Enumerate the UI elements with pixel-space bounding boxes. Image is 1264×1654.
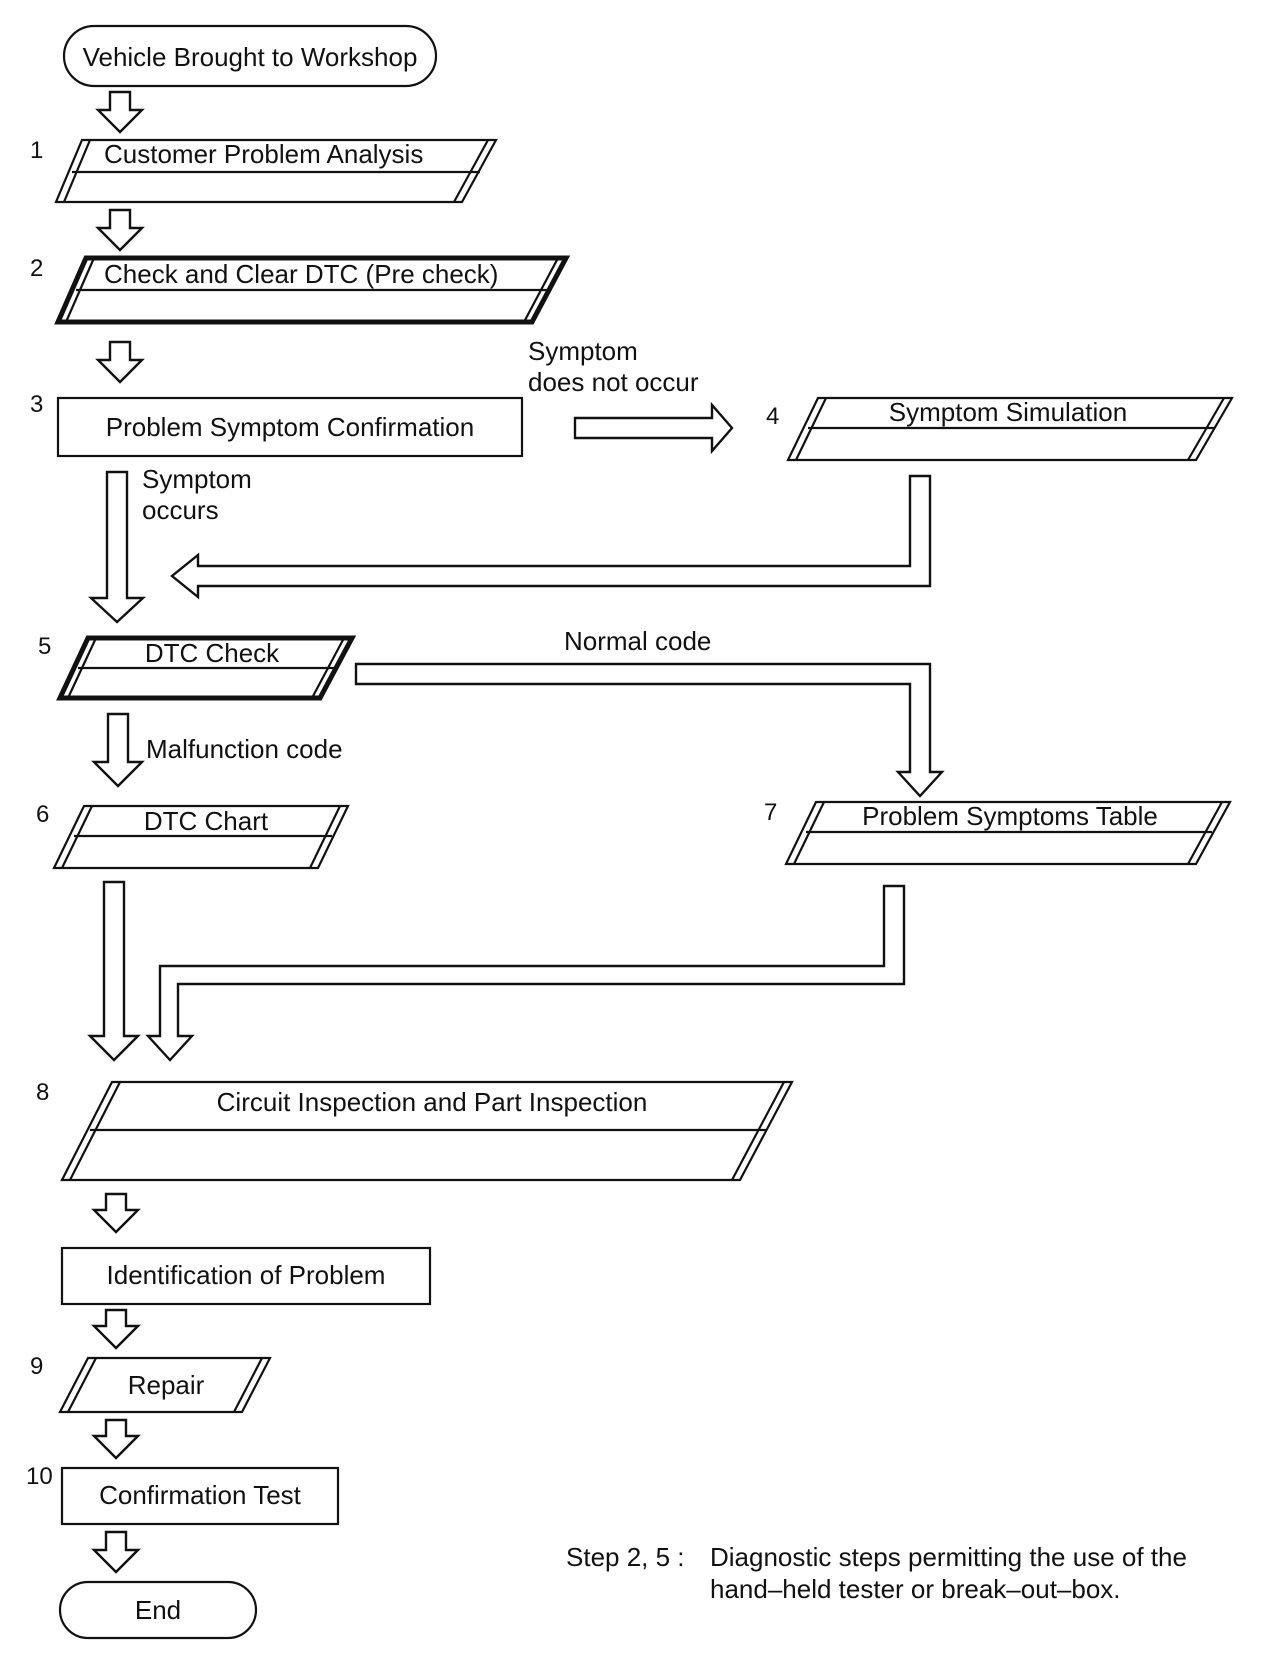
step-3-label: Problem Symptom Confirmation [106, 412, 474, 442]
step-4-number: 4 [766, 403, 779, 430]
step-5: 5 DTC Check [38, 633, 357, 701]
identification-label: Identification of Problem [107, 1260, 386, 1290]
end-label: End [135, 1595, 181, 1625]
down-arrow [95, 340, 145, 384]
footnote-prefix: Step 2, 5 : [566, 1542, 685, 1572]
step-7-label: Problem Symptoms Table [862, 801, 1158, 831]
edge-label-occurs: occurs [142, 495, 219, 525]
down-arrow [95, 208, 145, 252]
edge-label-does-not-occur: does not occur [528, 367, 699, 397]
step-7-number: 7 [764, 799, 777, 826]
down-arrow [91, 1418, 141, 1460]
footnote-line-1: Diagnostic steps permitting the use of t… [710, 1542, 1187, 1572]
step-1: 1 Customer Problem Analysis [30, 137, 498, 204]
step-6-label: DTC Chart [144, 806, 269, 836]
step-2-number: 2 [30, 255, 43, 282]
step-3: 3 Problem Symptom Confirmation [30, 391, 524, 458]
down-arrow [87, 880, 141, 1062]
down-arrow [91, 1530, 141, 1574]
down-arrow [95, 90, 145, 134]
step-8: 8 Circuit Inspection and Part Inspection [36, 1079, 794, 1182]
step-2: 2 Check and Clear DTC (Pre check) [30, 255, 571, 325]
start-label: Vehicle Brought to Workshop [83, 42, 418, 72]
end-node: End [58, 1580, 258, 1640]
step-4-label: Symptom Simulation [889, 397, 1127, 427]
step-6: 6 DTC Chart [36, 801, 350, 870]
step-6-number: 6 [36, 801, 49, 828]
step-7: 7 Problem Symptoms Table [764, 799, 1232, 866]
edge-label-symptom: Symptom [142, 464, 252, 494]
right-arrow [573, 401, 734, 455]
step-8-label: Circuit Inspection and Part Inspection [217, 1087, 648, 1117]
step-10-label: Confirmation Test [99, 1480, 302, 1510]
step-1-label: Customer Problem Analysis [104, 139, 423, 169]
step-2-label: Check and Clear DTC (Pre check) [104, 259, 498, 289]
step-3-number: 3 [30, 391, 43, 418]
step-5-label: DTC Check [145, 638, 280, 668]
step-10-number: 10 [26, 1463, 53, 1490]
step-9: 9 Repair [30, 1353, 272, 1414]
step-9-label: Repair [128, 1370, 205, 1400]
step-8-number: 8 [36, 1079, 49, 1106]
footnote: Step 2, 5 : Diagnostic steps permitting … [566, 1542, 1187, 1604]
identification-node: Identification of Problem [60, 1246, 432, 1306]
down-arrow [91, 1308, 141, 1350]
start-node: Vehicle Brought to Workshop [62, 24, 438, 88]
down-arrow [91, 712, 145, 788]
footnote-line-2: hand–held tester or break–out–box. [710, 1574, 1121, 1604]
step-4: 4 Symptom Simulation [766, 396, 1234, 462]
down-arrow [91, 1192, 141, 1234]
step-1-number: 1 [30, 137, 43, 164]
edge-label-malfunction-code: Malfunction code [146, 734, 343, 764]
normal-code-arrow [354, 662, 945, 798]
step-5-number: 5 [38, 633, 51, 660]
problem-table-arrow [145, 884, 906, 1062]
step-10: 10 Confirmation Test [26, 1463, 340, 1526]
return-arrow [170, 474, 932, 600]
edge-label-symptom: Symptom [528, 336, 638, 366]
down-arrow [87, 470, 147, 624]
edge-label-normal-code: Normal code [564, 626, 711, 656]
step-9-number: 9 [30, 1353, 43, 1380]
